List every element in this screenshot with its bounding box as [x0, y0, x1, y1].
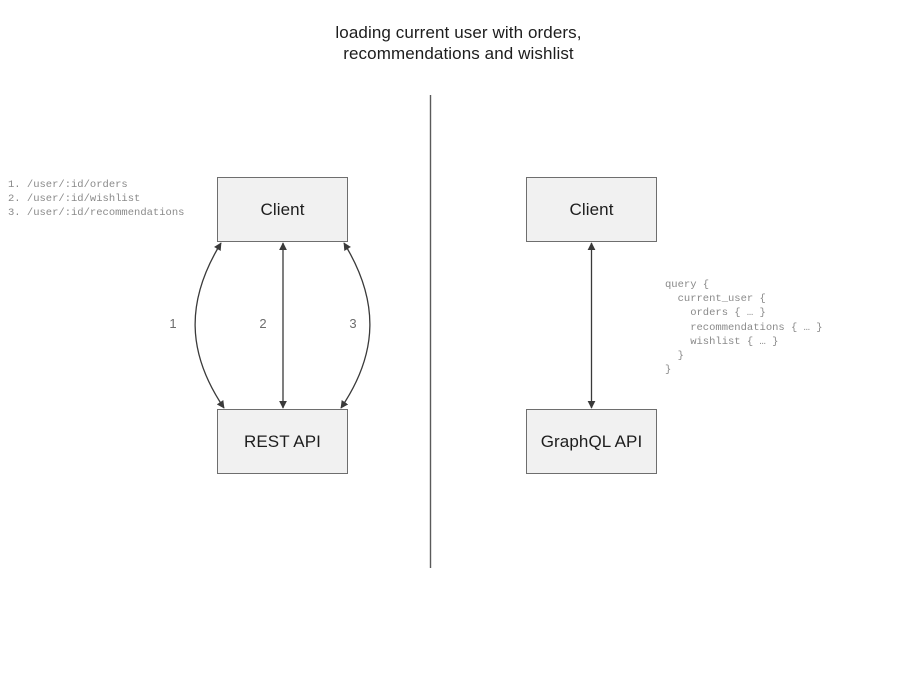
node-client-graphql[interactable]: Client	[526, 177, 657, 242]
edge-label-2: 2	[259, 316, 267, 331]
edge-label-1: 1	[169, 316, 177, 331]
rest-endpoint-list: 1. /user/:id/orders 2. /user/:id/wishlis…	[8, 179, 185, 220]
node-client-rest[interactable]: Client	[217, 177, 348, 242]
diagram-title: loading current user with orders, recomm…	[335, 23, 582, 63]
edge-label-3: 3	[349, 316, 357, 331]
edge-1-connector	[194, 242, 225, 409]
node-graphql-api[interactable]: GraphQL API	[526, 409, 657, 474]
graphql-query-text: query { current_user { orders { … } reco…	[665, 279, 823, 377]
node-rest-api[interactable]: REST API	[217, 409, 348, 474]
